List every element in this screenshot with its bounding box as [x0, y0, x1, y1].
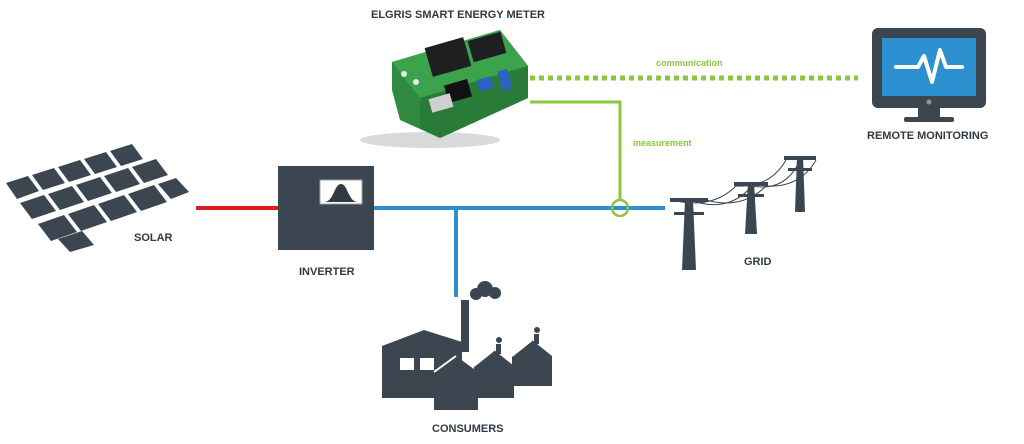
inverter-label: INVERTER [299, 266, 355, 278]
meter-label: ELGRIS SMART ENERGY METER [371, 9, 545, 21]
inverter-icon [278, 166, 374, 250]
solar-panel-icon [6, 144, 189, 252]
monitor-icon [872, 28, 986, 122]
solar-label: SOLAR [134, 232, 173, 244]
connections [196, 75, 858, 297]
grid-label: GRID [744, 256, 772, 268]
power-pylon-icon [670, 156, 817, 270]
measurement-line [530, 100, 622, 200]
communication-label: communication [656, 58, 723, 68]
remote-monitoring-label: REMOTE MONITORING [867, 130, 988, 142]
factory-icon [382, 281, 552, 410]
energy-meter-icon [360, 30, 528, 148]
measurement-label: measurement [633, 138, 692, 148]
current-sensor-ring [610, 198, 630, 218]
consumers-label: CONSUMERS [432, 423, 504, 435]
